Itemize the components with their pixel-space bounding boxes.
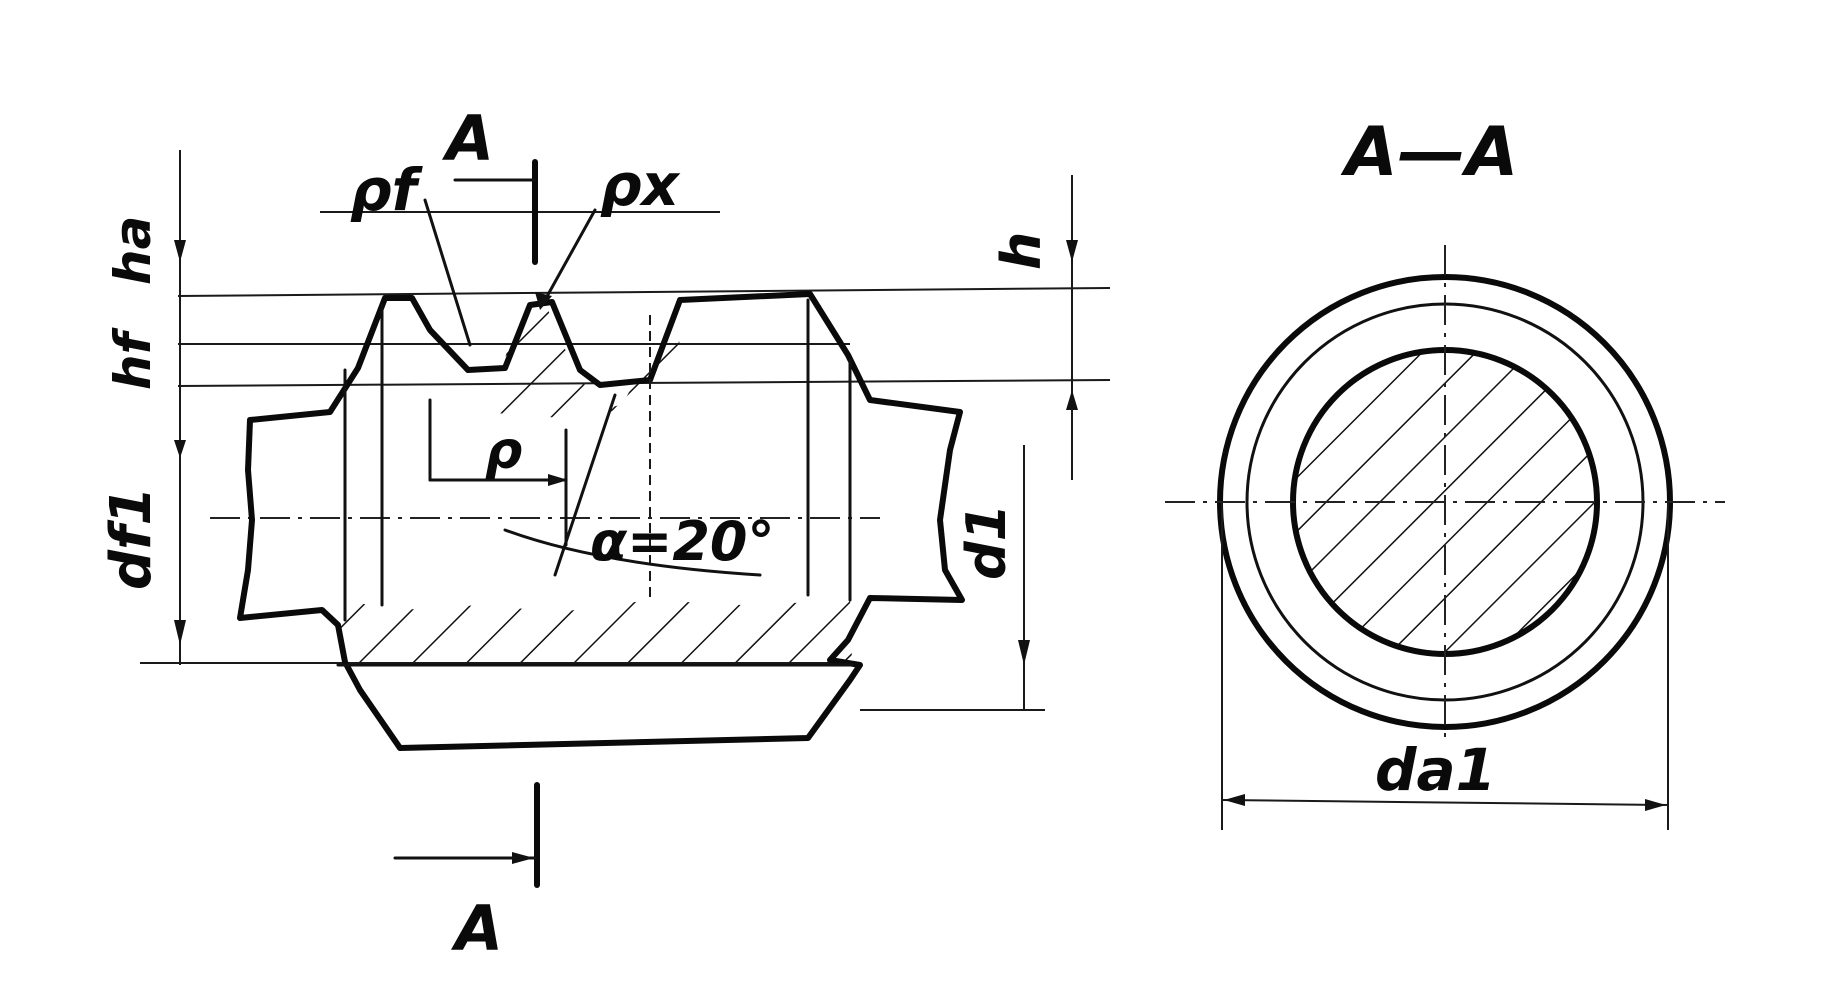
label-rho-f: ρf xyxy=(350,156,424,224)
arrow-h-top xyxy=(1066,240,1078,262)
arrow-section-bottom xyxy=(512,852,534,864)
label-alpha: α=20° xyxy=(590,510,775,573)
rho-f-leader xyxy=(423,198,472,347)
arrow-da1-right xyxy=(1645,799,1666,811)
arrow-d1 xyxy=(1018,640,1030,665)
label-h: h xyxy=(990,232,1053,270)
label-df1: df1 xyxy=(99,487,164,590)
alpha-leg xyxy=(553,393,617,577)
label-hf: hf xyxy=(104,327,162,390)
arrow-rho xyxy=(548,474,568,486)
arrow-bottom xyxy=(174,620,186,645)
lower-hatch xyxy=(340,598,852,662)
arrow-da1-left xyxy=(1224,794,1245,806)
tooth-hatch xyxy=(460,302,640,420)
arrow-h-bottom xyxy=(1066,390,1078,410)
section-mark-bottom: A xyxy=(450,892,503,965)
label-rho: ρ xyxy=(485,421,522,481)
section-mark-top: A xyxy=(441,102,494,175)
label-d1: d1 xyxy=(955,504,1018,580)
tooth-hatch-right xyxy=(620,300,690,410)
rho-x-leader xyxy=(543,208,597,302)
section-title: A—A xyxy=(1340,113,1518,192)
label-da1: da1 xyxy=(1375,736,1496,804)
label-rho-x: ρx xyxy=(600,151,681,219)
arrow-rho-x xyxy=(535,292,552,310)
alpha-arc xyxy=(503,528,762,577)
da1-dimension-line xyxy=(1221,799,1669,806)
label-ha: ha xyxy=(104,216,162,285)
worm-side-view: A A ρf ρx ρ α=20° ha hf df1 h d1 xyxy=(99,102,1111,965)
tip-line xyxy=(177,287,1111,297)
arrow-ha xyxy=(174,240,186,262)
arrow-df1 xyxy=(174,440,186,458)
worm-outline xyxy=(237,291,965,751)
section-view: A—A da1 xyxy=(1165,113,1725,830)
